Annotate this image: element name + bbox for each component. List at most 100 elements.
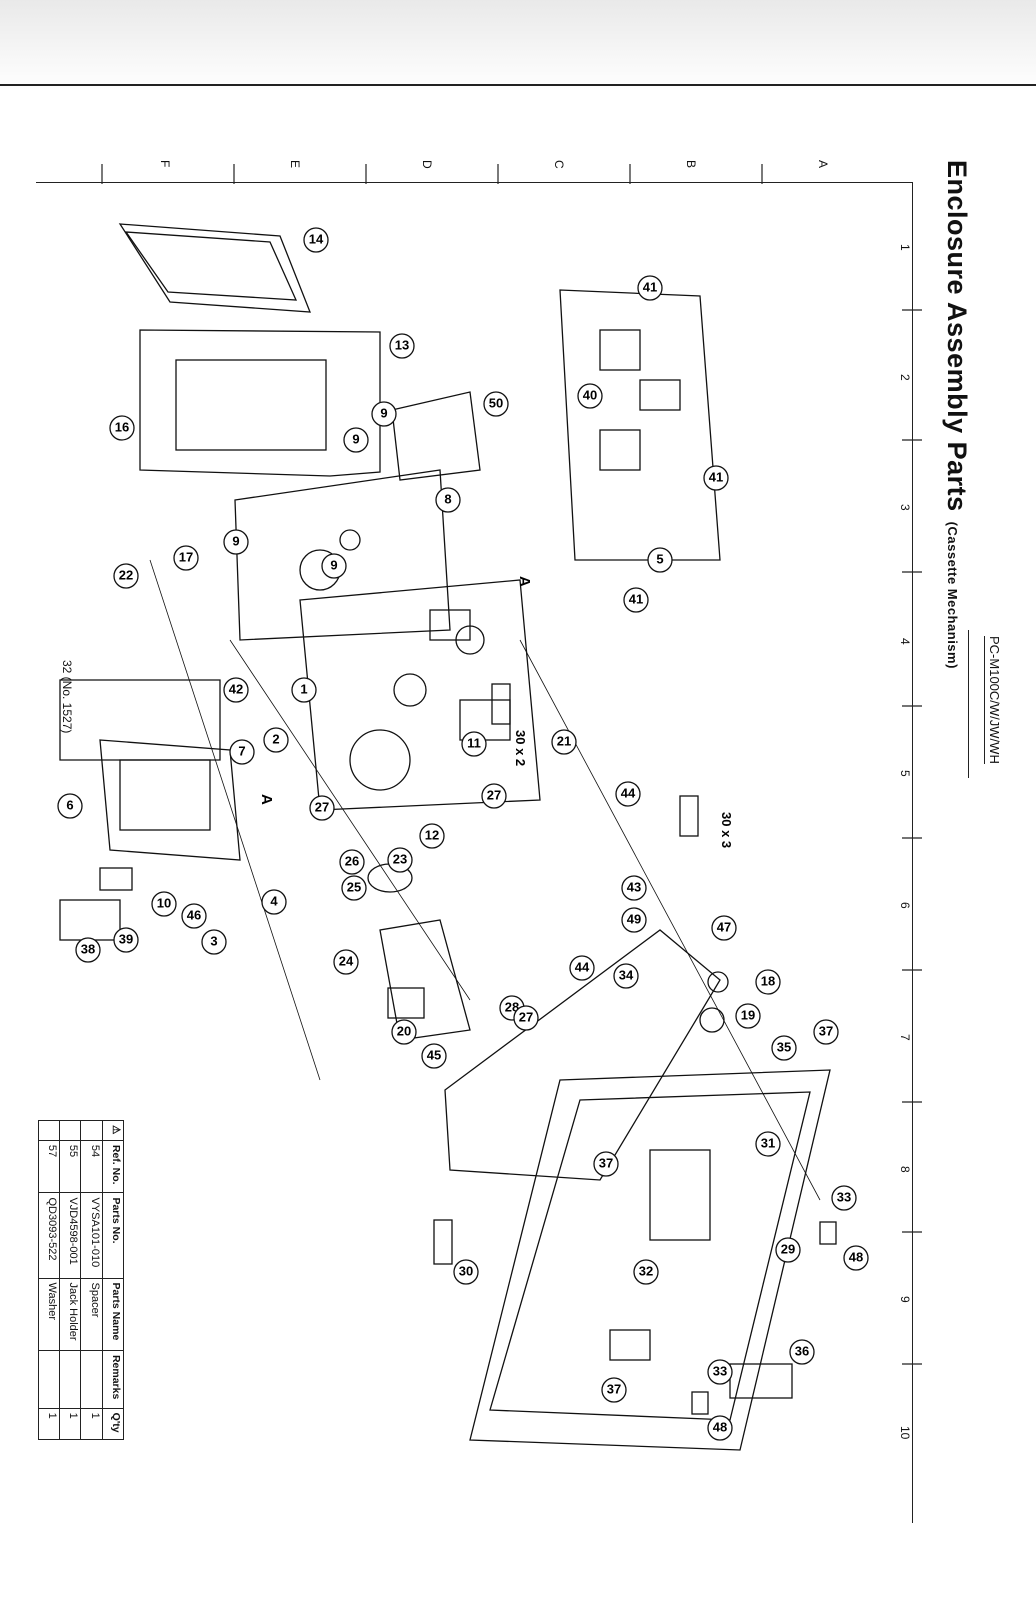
- svg-text:34: 34: [619, 967, 634, 982]
- svg-text:32: 32: [639, 1263, 653, 1278]
- svg-text:41: 41: [629, 591, 643, 606]
- svg-text:30: 30: [459, 1263, 473, 1278]
- svg-text:8: 8: [444, 491, 451, 506]
- svg-text:39: 39: [119, 931, 133, 946]
- svg-text:9: 9: [352, 431, 359, 446]
- callout-37a: 37: [813, 1019, 839, 1045]
- callout-26: 26: [339, 849, 365, 875]
- svg-text:44: 44: [575, 959, 590, 974]
- callout-44a: 44: [615, 781, 641, 807]
- svg-text:50: 50: [489, 395, 503, 410]
- cell-part: QD3093-522: [38, 1192, 60, 1278]
- callout-3: 3: [201, 929, 227, 955]
- part-39: [99, 867, 133, 891]
- svg-text:10: 10: [157, 895, 171, 910]
- svg-text:3: 3: [210, 933, 217, 948]
- svg-text:45: 45: [427, 1047, 441, 1062]
- svg-text:41: 41: [643, 279, 657, 294]
- table-row: 57 QD3093-522 Washer 1: [38, 1120, 60, 1440]
- svg-text:23: 23: [393, 851, 407, 866]
- svg-text:26: 26: [345, 853, 359, 868]
- cell-ref: 55: [59, 1140, 81, 1193]
- qty-note-30x2: 30 x 2: [513, 730, 528, 766]
- pad-30a: [491, 683, 511, 725]
- callout-48b: 48: [707, 1415, 733, 1441]
- svg-text:29: 29: [781, 1241, 795, 1256]
- svg-text:31: 31: [761, 1135, 775, 1150]
- svg-text:44: 44: [621, 785, 636, 800]
- cell-part: VJD4598-001: [59, 1192, 81, 1278]
- col-name: Parts Name: [102, 1278, 124, 1351]
- svg-text:7: 7: [238, 743, 245, 758]
- callout-42: 42: [223, 677, 249, 703]
- callout-24: 24: [333, 949, 359, 975]
- svg-text:11: 11: [467, 735, 481, 750]
- callout-17: 17: [173, 545, 199, 571]
- part-7-housing: [99, 739, 241, 861]
- part-14-lid-inner: [124, 231, 298, 301]
- callout-2: 2: [263, 727, 289, 753]
- svg-text:47: 47: [717, 919, 731, 934]
- part-14-lid: [118, 223, 311, 313]
- cell-ref: 54: [81, 1140, 103, 1193]
- cell-part: VYSA101-010: [81, 1192, 103, 1278]
- cell-qty: 1: [38, 1408, 60, 1440]
- parts-table-header: ⚠ Ref. No. Parts No. Parts Name Remarks …: [102, 1120, 124, 1440]
- callout-27b: 27: [481, 783, 507, 809]
- svg-text:37: 37: [819, 1023, 833, 1038]
- part-42-cover: [59, 679, 221, 761]
- callout-44b: 44: [569, 955, 595, 981]
- callout-49: 49: [621, 907, 647, 933]
- part-20-board: [379, 919, 471, 1041]
- callout-16: 16: [109, 415, 135, 441]
- svg-text:1: 1: [300, 681, 307, 696]
- callout-9b: 9: [343, 427, 369, 453]
- cell-ref: 57: [38, 1140, 60, 1193]
- svg-text:42: 42: [229, 681, 243, 696]
- svg-text:43: 43: [627, 879, 641, 894]
- section-mark-a-top: A: [516, 576, 533, 587]
- cell-name: Spacer: [81, 1278, 103, 1351]
- scan-edge: [0, 0, 1036, 90]
- callout-8: 8: [435, 487, 461, 513]
- callout-40: 40: [577, 383, 603, 409]
- callout-41b: 41: [703, 465, 729, 491]
- callout-7: 7: [229, 739, 255, 765]
- callout-4: 4: [261, 889, 287, 915]
- callout-1: 1: [291, 677, 317, 703]
- drawing-frame: [36, 182, 913, 1523]
- svg-text:37: 37: [607, 1381, 621, 1396]
- qty-note-30x3: 30 x 3: [719, 812, 734, 848]
- callout-23: 23: [387, 847, 413, 873]
- svg-text:33: 33: [713, 1363, 727, 1378]
- callout-43: 43: [621, 875, 647, 901]
- col-ref: Ref. No.: [102, 1140, 124, 1193]
- callout-33a: 33: [831, 1185, 857, 1211]
- callout-50: 50: [483, 391, 509, 417]
- callout-41a: 41: [637, 275, 663, 301]
- svg-text:25: 25: [347, 879, 361, 894]
- table-row: 54 VYSA101-010 Spacer 1: [81, 1120, 103, 1440]
- part-13-frame: [139, 329, 381, 477]
- cell-qty: 1: [81, 1408, 103, 1440]
- svg-text:6: 6: [66, 797, 73, 812]
- svg-text:37: 37: [599, 1155, 613, 1170]
- model-rule: [968, 630, 969, 778]
- svg-text:48: 48: [713, 1419, 727, 1434]
- page-top-rule: [0, 84, 1036, 86]
- callout-9d: 9: [321, 553, 347, 579]
- callout-27a: 27: [309, 795, 335, 821]
- callout-32: 32: [633, 1259, 659, 1285]
- callout-33b: 33: [707, 1359, 733, 1385]
- pad-48a: [819, 1221, 837, 1245]
- svg-text:20: 20: [397, 1023, 411, 1038]
- svg-text:12: 12: [425, 827, 439, 842]
- callout-6: 6: [57, 793, 83, 819]
- callout-39: 39: [113, 927, 139, 953]
- cell-name: Washer: [38, 1278, 60, 1351]
- cell-remarks: [59, 1350, 81, 1409]
- callout-22: 22: [113, 563, 139, 589]
- svg-text:17: 17: [179, 549, 193, 564]
- callout-47: 47: [711, 915, 737, 941]
- callout-12: 12: [419, 823, 445, 849]
